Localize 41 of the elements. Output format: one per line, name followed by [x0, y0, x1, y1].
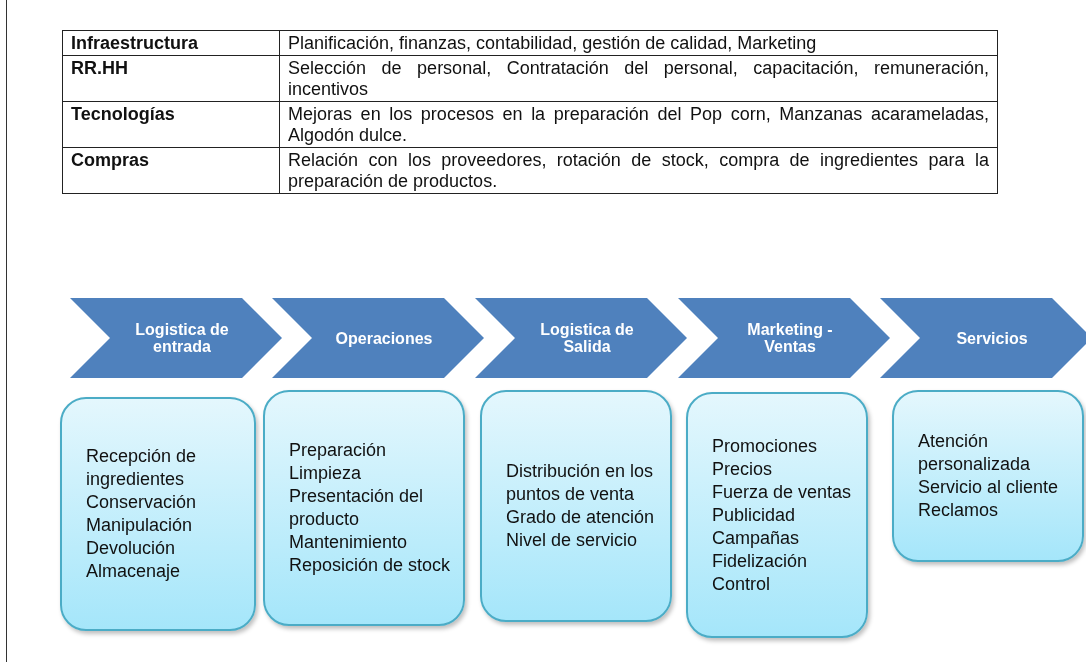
activity-box [480, 390, 672, 622]
stage-title: Logistica de entrada [134, 321, 230, 355]
activity-text: Promociones [712, 434, 819, 458]
activity-text: Presentación del producto [289, 485, 425, 531]
activity-text: Devolución [86, 537, 177, 560]
table-cell: Relación con los proveedores, rotación de stock, compra de ingredientes para la preparación de productos. [279, 147, 998, 194]
stage-title: Logistica de Salida [539, 321, 635, 355]
activity-text: Fuerza de ventas [712, 480, 853, 504]
activity-text: Reposición de stock [289, 554, 452, 577]
table-cell: Planificación, finanzas, contabilidad, gestión de calidad, Marketing [279, 30, 998, 56]
table-cell: Selección de personal, Contratación del personal, capacitación, remuneración, incentivos [279, 55, 998, 102]
activity-text: Conservación [86, 491, 198, 514]
activity-text: Publicidad [712, 503, 797, 527]
activity-text: Preparación [289, 439, 388, 462]
table-cell: Compras [62, 147, 280, 194]
activity-text: Atención personalizada [918, 430, 1032, 476]
activity-text: Precios [712, 457, 774, 481]
activity-text: Fidelización [712, 549, 809, 573]
activity-text: Recepción de ingredientes [86, 445, 198, 491]
activity-text: Distribución en los puntos de venta [506, 460, 655, 506]
activity-box [892, 390, 1084, 562]
table-cell: RR.HH [62, 55, 280, 102]
activity-text: Campañas [712, 526, 801, 550]
activity-box [263, 390, 465, 626]
activity-text: Limpieza [289, 462, 363, 485]
table-cell: Mejoras en los procesos en la preparación del Pop corn, Manzanas acarameladas, Algodón dulce. [279, 101, 998, 148]
activity-box [686, 392, 868, 638]
activity-box [60, 397, 256, 631]
table-cell: Tecnologías [62, 101, 280, 148]
stage-title: Marketing - Ventas [746, 321, 834, 355]
activity-text: Servicio al cliente [918, 476, 1060, 499]
activity-text: Almacenaje [86, 560, 182, 583]
activity-text: Grado de atención [506, 506, 656, 529]
activity-text: Manipulación [86, 514, 194, 537]
activity-text: Mantenimiento [289, 531, 409, 554]
stage-title: Servicios [956, 329, 1028, 347]
activity-text: Control [712, 572, 772, 596]
activity-text: Reclamos [918, 499, 1000, 522]
stage-title: Operaciones [335, 329, 433, 347]
table-cell: Infraestructura [62, 30, 280, 56]
activity-text: Nivel de servicio [506, 529, 639, 552]
